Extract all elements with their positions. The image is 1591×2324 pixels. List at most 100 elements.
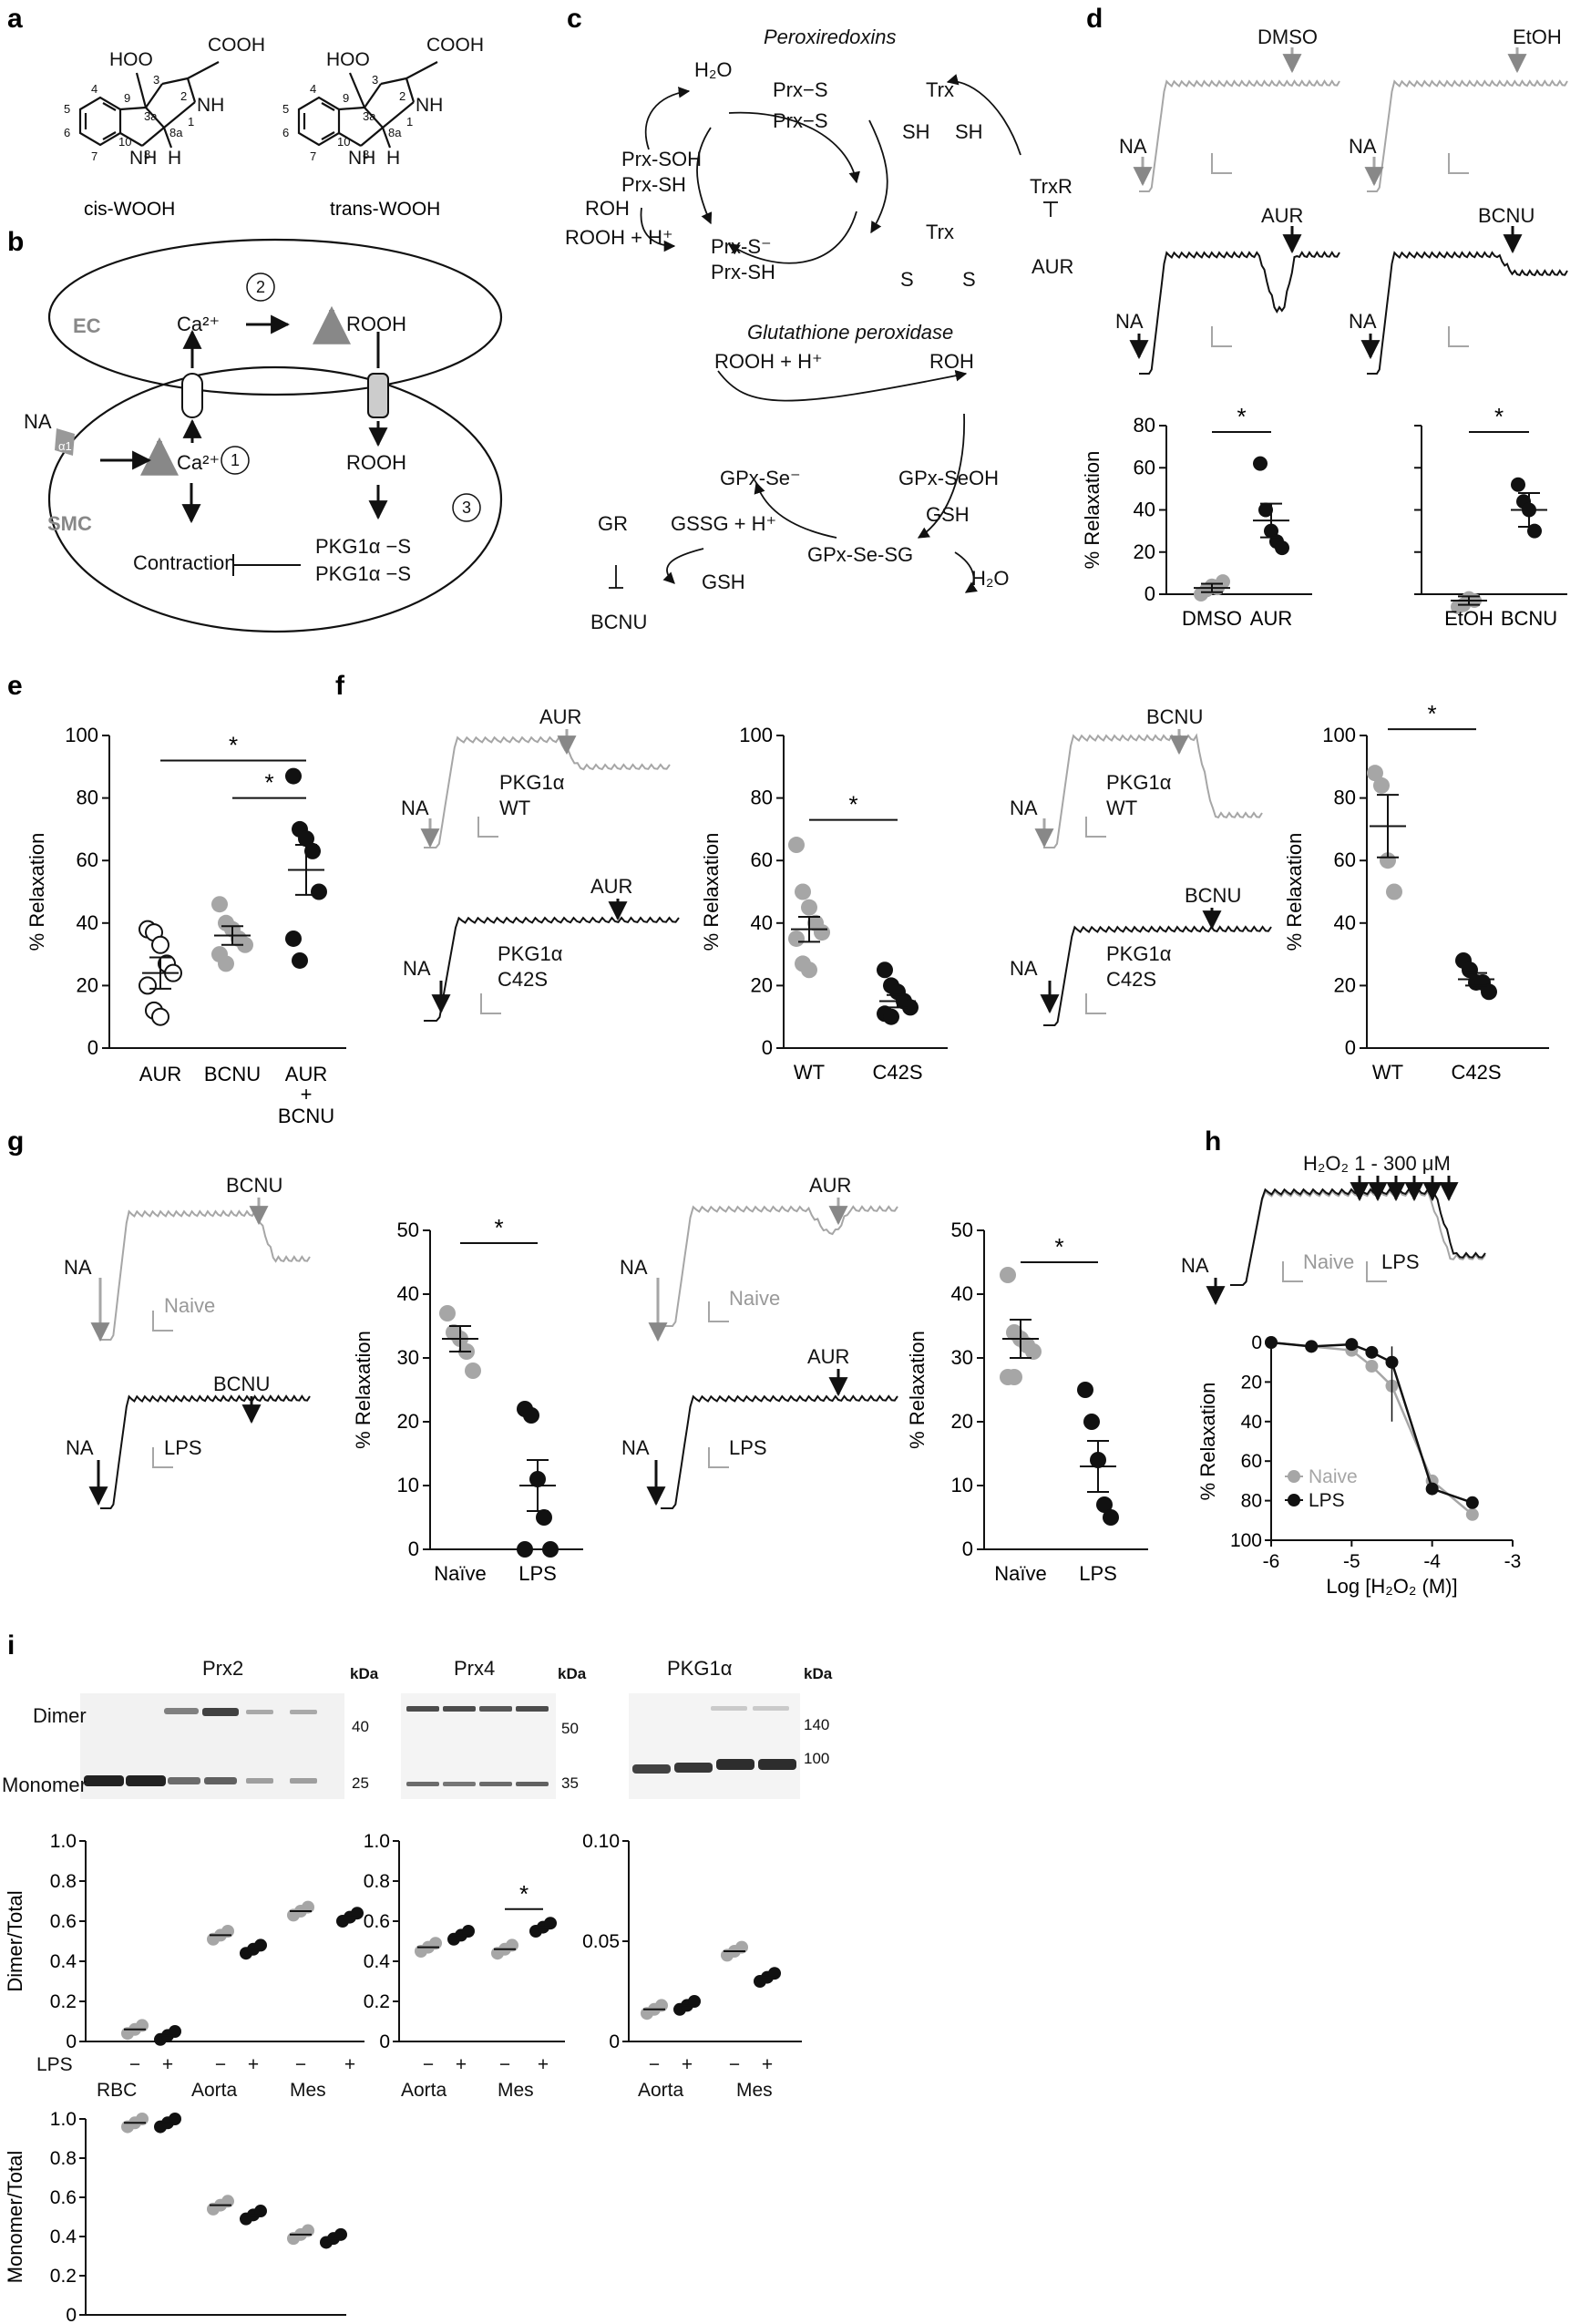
g-lps-1: LPS [164,1436,202,1459]
cis-atom-10: 10 [118,135,131,149]
y-tick-label: 20 [1134,540,1155,563]
trace-f-aur-wt [424,735,671,848]
significance-star: * [848,791,857,818]
pkg-kda-140: 140 [804,1716,829,1733]
cis-structure [78,61,220,149]
y-tick-label: 20 [951,1410,973,1433]
lps-plus: + [762,2054,773,2075]
lps-minus: − [649,2054,660,2075]
pkg-label-2: PKG1α −S [315,562,411,585]
y-tick-label: 100 [739,724,773,746]
data-point [1345,1338,1359,1352]
smc-rooh-label: ROOH [346,451,406,474]
cis-atom-2: 2 [180,89,187,103]
y-tick-label: 40 [1334,911,1356,934]
cis-hoo: HOO [109,49,153,70]
data-point [298,830,314,848]
y-tick-label: 40 [397,1282,419,1305]
significance-star: * [1494,403,1504,430]
f-pkg-4: PKG1α [1106,942,1172,965]
y-tick-label: 80 [751,787,773,809]
y-axis-label: % Relaxation [1081,451,1103,570]
data-point [1367,765,1383,782]
f-c42s-2: C42S [1106,968,1156,991]
f-wt-2: WT [1106,797,1137,819]
g-aur-label-2: AUR [807,1345,849,1368]
panel-letter-h: h [1205,1126,1221,1157]
smc-label: SMC [47,512,92,535]
prx-s-2: Prx−S [773,109,828,132]
f-c42s-1: C42S [498,968,548,991]
x-tick-label: LPS [1079,1562,1117,1585]
panel-letter-c: c [567,4,582,34]
f-bcnu-label: BCNU [1146,705,1203,728]
y-tick-label: 0.4 [50,1951,77,1972]
data-point [218,955,234,972]
significance-star: * [1054,1233,1063,1260]
data-point [139,976,157,995]
g-na-1: NA [64,1256,92,1279]
data-point [1462,961,1478,979]
x-tick-label: EtOH [1444,607,1493,630]
trace-h-lps [1230,1188,1486,1286]
data-point [1380,852,1396,869]
data-point [1481,983,1497,1001]
f-bcnu-label-2: BCNU [1185,884,1241,907]
lps-plus: + [682,2054,693,2075]
x-tick-label: BCNU [204,1063,261,1085]
peroxiredoxins-title: Peroxiredoxins [764,26,897,48]
trace-f-bcnu-c42s [1043,925,1272,1026]
trans-atom-10: 10 [337,135,350,149]
trace-g-aur-naive [661,1205,898,1327]
x-tick-label: LPS [518,1562,557,1585]
lps-plus: + [344,2054,355,2075]
prx4-kda-50: 50 [561,1720,579,1737]
data-point [211,896,228,913]
gpx-se-minus: GPx-Se⁻ [720,467,801,489]
data-point [304,842,321,859]
i-prx4-dimer-plot: 00.20.40.60.81.0* [364,1831,565,2052]
y-tick-label: 60 [77,848,98,871]
data-point [1511,477,1525,492]
trace-g-bcnu-naive [100,1209,311,1341]
y-tick-label: 0.6 [50,1911,77,1932]
x-tick-label: -4 [1423,1551,1441,1572]
lps-plus: + [456,2054,467,2075]
trace-f-aur-c42s [424,916,680,1022]
group-mes-3: Mes [736,2080,773,2101]
lps-minus: − [499,2054,510,2075]
trace-g-bcnu-lps [100,1394,311,1509]
g-aur-label: AUR [809,1174,851,1197]
scale-f3 [480,993,501,1014]
cis-atom-4: 4 [91,82,98,96]
trans-nh-bottom: NH [348,148,375,169]
y-axis-label: Monomer/Total [4,2151,26,2284]
blot-prx2-title: Prx2 [202,1657,243,1680]
y-tick-label: 0.4 [50,2226,77,2247]
trans-atom-4: 4 [310,82,316,96]
cis-label: cis-WOOH [84,199,175,220]
group-aorta-2: Aorta [401,2080,447,2101]
x-tick-label: AUR [285,1063,327,1085]
data-point [1373,776,1390,794]
f-na-4: NA [1010,957,1038,980]
ec-rooh-label: ROOH [346,313,406,335]
western-blots [80,1693,800,1799]
y-tick-label: 100 [1322,724,1356,746]
y-tick-label: 20 [751,973,773,996]
trx-reduced: Trx [926,78,954,101]
prx2-kda-40: 40 [352,1718,369,1735]
group-mes-2: Mes [498,2080,534,2101]
data-point [1253,456,1268,471]
g-na-3: NA [66,1436,94,1459]
g-na-2: NA [620,1256,648,1279]
f-pkg-1: PKG1α [499,771,565,794]
lps-plus: + [538,2054,549,2075]
panel-letter-b: b [7,227,24,257]
lps-minus: − [729,2054,740,2075]
h-lps-trace-label: LPS [1381,1250,1420,1273]
blot-pkg-title: PKG1α [667,1657,733,1680]
